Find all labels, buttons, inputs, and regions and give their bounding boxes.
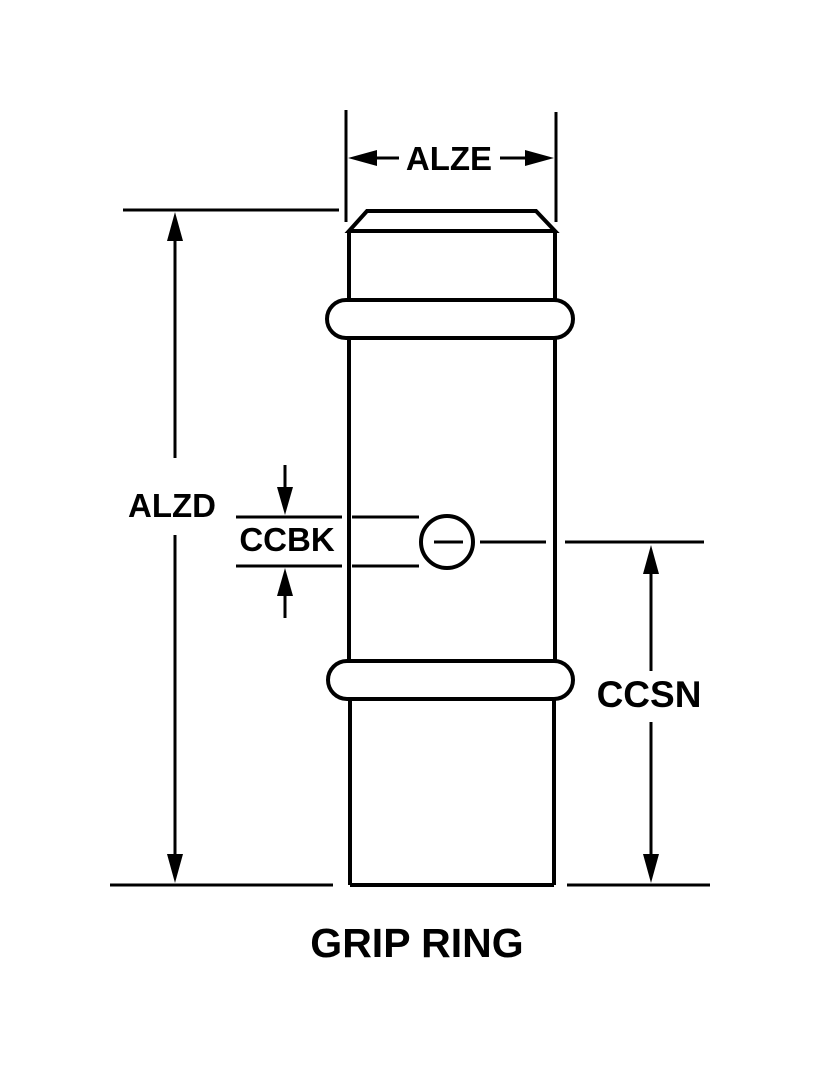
ccbk-arrowhead-up [277, 568, 293, 596]
alze-arrowhead-right [525, 150, 554, 166]
side-hole [419, 514, 704, 570]
ccbk-label: CCBK [239, 521, 334, 558]
lower-ring-bead [326, 659, 575, 701]
alze-label: ALZE [406, 140, 492, 177]
ccbk-dimension: CCBK [236, 465, 419, 618]
alzd-arrowhead-up [167, 212, 183, 241]
ccsn-arrowhead-up [643, 545, 659, 574]
diagram-title: GRIP RING [310, 920, 523, 966]
part-outline [325, 209, 575, 887]
alzd-label: ALZD [128, 487, 216, 524]
alze-dimension: ALZE [344, 110, 558, 222]
ccsn-dimension: CCSN [597, 545, 702, 883]
alzd-dimension: ALZD [123, 208, 339, 883]
ccsn-arrowhead-down [643, 854, 659, 883]
alzd-arrowhead-down [167, 854, 183, 883]
ccbk-arrowhead-down [277, 487, 293, 515]
upper-ring-bead [325, 298, 575, 340]
top-chamfer-face [344, 209, 560, 233]
alze-arrowhead-left [348, 150, 377, 166]
ccsn-label: CCSN [597, 674, 702, 715]
